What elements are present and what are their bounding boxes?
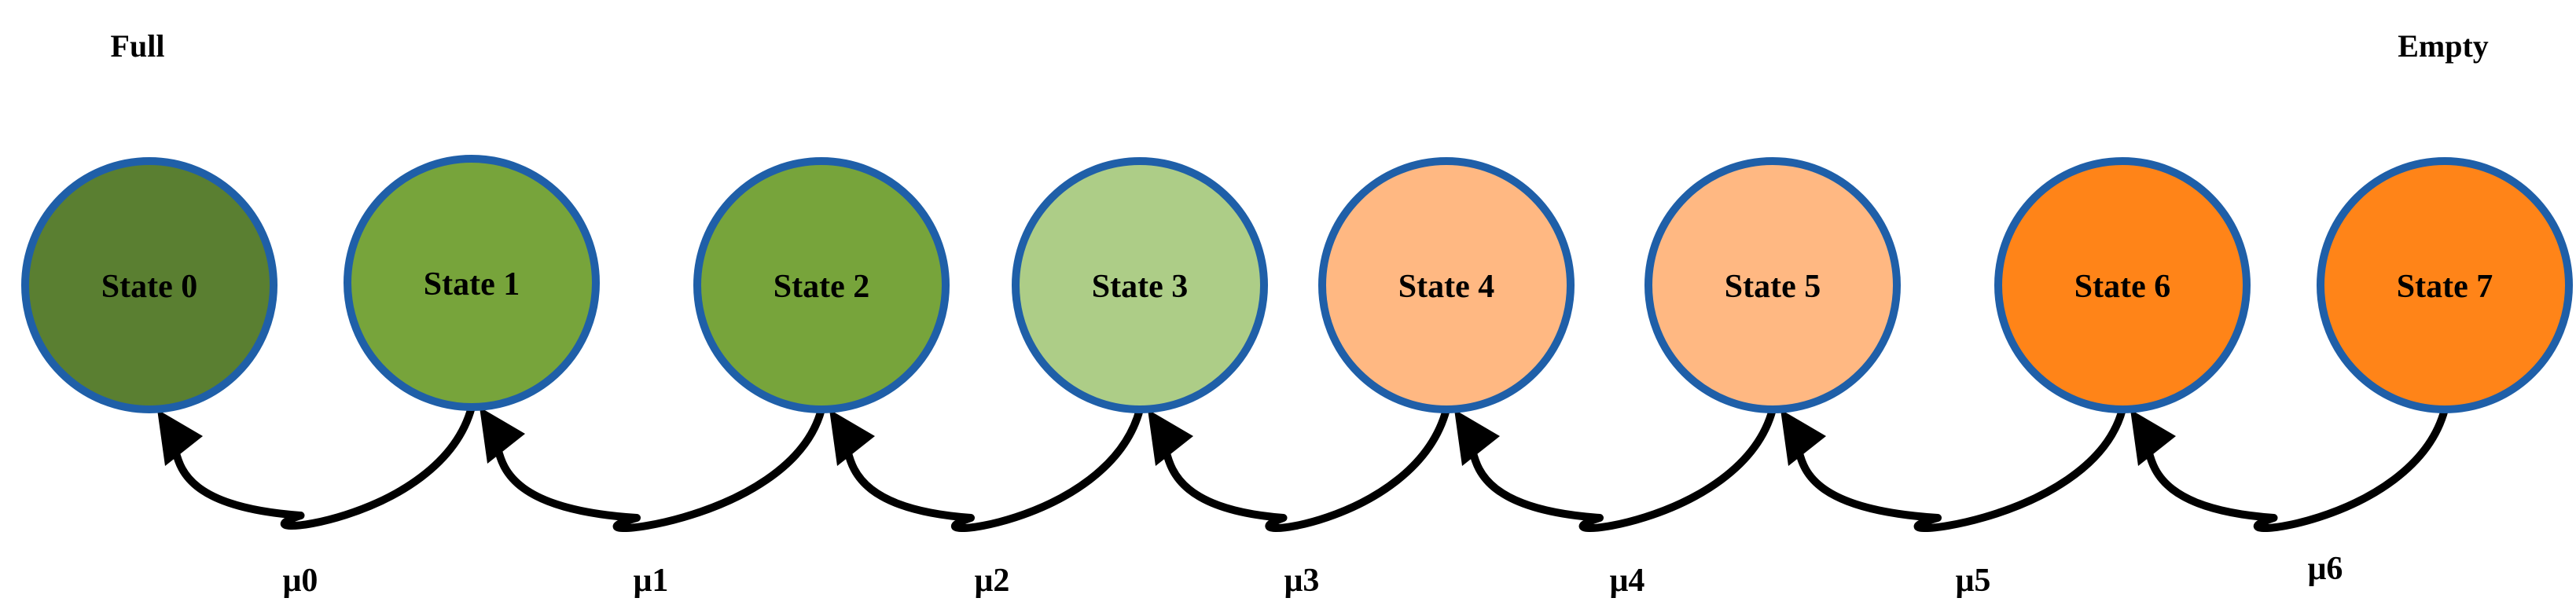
transition-arrowhead-5	[1780, 409, 1826, 466]
transition-arrow-1	[494, 405, 825, 532]
rate-label-1: μ1	[634, 563, 669, 599]
rate-labels-group: μ0 μ1 μ2 μ3 μ4 μ5 μ6	[283, 551, 2343, 599]
state-label-3: State 3	[1092, 269, 1188, 305]
transition-arrowhead-1	[480, 407, 525, 464]
state-node-6	[1994, 157, 2251, 413]
rate-label-0: μ0	[283, 563, 318, 599]
full-label: Full	[111, 28, 165, 64]
transition-arrowhead-6	[2130, 409, 2176, 466]
rate-label-6: μ6	[2308, 551, 2343, 587]
state-label-2: State 2	[774, 269, 869, 305]
transition-arrow-2	[843, 405, 1144, 533]
transition-arrow-5	[1795, 405, 2126, 532]
transition-arrowhead-3	[1148, 409, 1193, 466]
rate-label-5: μ5	[1956, 563, 1991, 599]
empty-label: Empty	[2398, 28, 2489, 64]
transition-arrowhead-2	[829, 409, 875, 466]
transition-arrowhead-0	[157, 409, 203, 466]
state-node-1	[344, 155, 600, 411]
transition-arrow-6	[2144, 405, 2449, 533]
state-label-7: State 7	[2397, 269, 2493, 305]
state-node-0	[21, 157, 277, 413]
transition-arrow-3	[1162, 405, 1450, 533]
rate-label-4: μ4	[1610, 563, 1645, 599]
state-node-3	[1012, 157, 1268, 413]
state-label-6: State 6	[2074, 269, 2170, 305]
transitions-group	[157, 403, 2449, 533]
state-node-5	[1644, 157, 1901, 413]
state-node-4	[1318, 157, 1575, 413]
transition-arrowhead-4	[1454, 409, 1500, 466]
state-label-5: State 5	[1725, 269, 1821, 305]
rate-label-3: μ3	[1284, 563, 1320, 599]
state-label-4: State 4	[1398, 269, 1494, 305]
state-label-0: State 0	[101, 269, 197, 305]
transition-arrow-0	[171, 403, 476, 530]
state-node-2	[693, 157, 950, 413]
states-group: State 0 State 1 State 2 State 3 State 4 State…	[21, 155, 2573, 413]
state-node-7	[2317, 157, 2573, 413]
transition-arrow-4	[1468, 405, 1777, 533]
state-label-1: State 1	[424, 266, 520, 303]
rate-label-2: μ2	[975, 563, 1010, 599]
